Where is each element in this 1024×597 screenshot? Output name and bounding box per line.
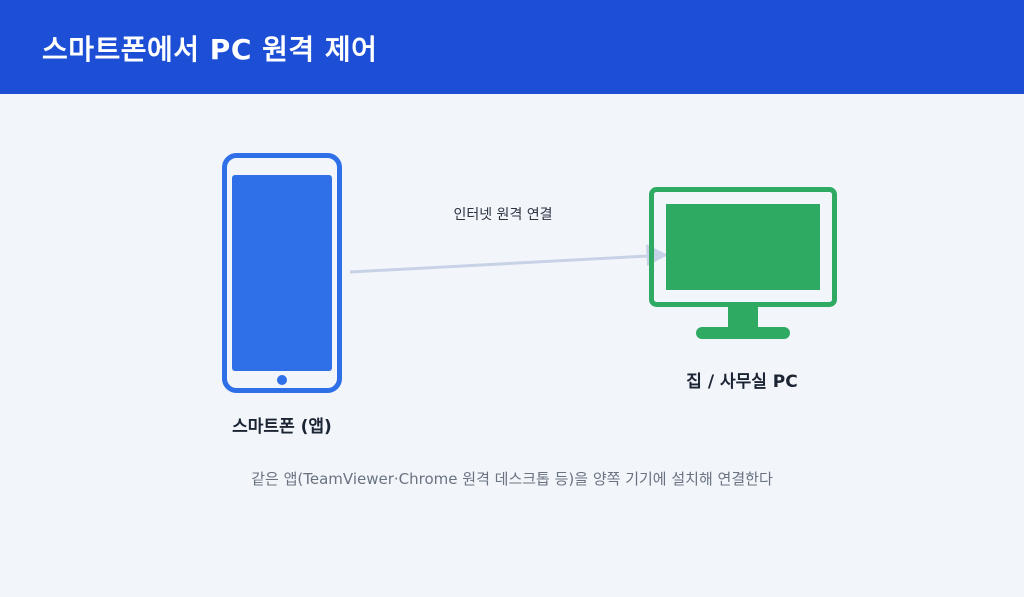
page-title: 스마트폰에서 PC 원격 제어: [42, 33, 378, 66]
smartphone-label: 스마트폰 (앱): [232, 417, 332, 437]
connection-arrow: [349, 244, 668, 274]
pc-label: 집 / 사무실 PC: [686, 372, 798, 392]
header-bar: 스마트폰에서 PC 원격 제어: [0, 0, 1024, 94]
caption: 같은 앱(TeamViewer·Chrome 원격 데스크톱 등)을 양쪽 기기…: [251, 470, 773, 488]
monitor-icon: [649, 187, 837, 339]
connection-label: 인터넷 원격 연결: [453, 207, 553, 223]
smartphone-icon: [222, 153, 342, 393]
